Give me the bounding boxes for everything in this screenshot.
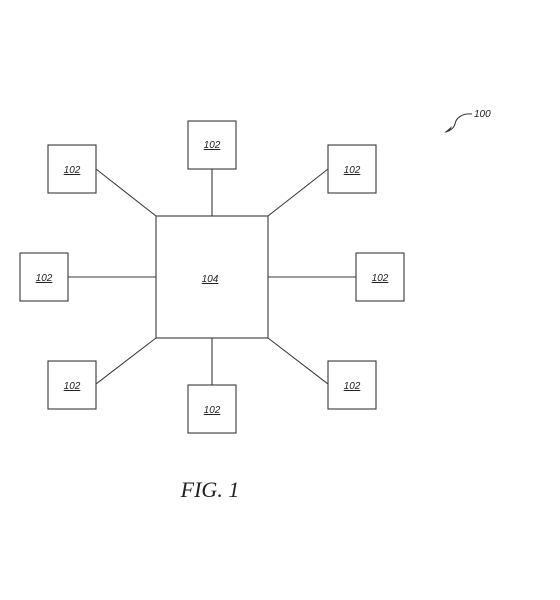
node-label: 102: [372, 273, 389, 284]
node-box: [187, 120, 237, 170]
node-box: [327, 360, 377, 410]
node-box: [187, 384, 237, 434]
link-top-right: [267, 168, 329, 217]
reference-label: 100: [474, 109, 491, 120]
node-left: 102: [19, 252, 69, 302]
node-label: 102: [64, 381, 81, 392]
node-top-left: 102: [47, 144, 97, 194]
node-box: [47, 144, 97, 194]
node-label: 102: [204, 405, 221, 416]
node-right: 102: [355, 252, 405, 302]
node-label: 102: [344, 381, 361, 392]
node-box: [327, 144, 377, 194]
hub-label: 104: [202, 274, 219, 285]
connections: [68, 168, 356, 385]
node-box: [19, 252, 69, 302]
node-label: 102: [204, 140, 221, 151]
node-bottom-right: 102: [327, 360, 377, 410]
reference-callout: 100: [444, 109, 491, 133]
link-top-left: [95, 168, 157, 217]
node-bottom-left: 102: [47, 360, 97, 410]
node-top-right: 102: [327, 144, 377, 194]
node-label: 102: [344, 165, 361, 176]
node-label: 102: [64, 165, 81, 176]
link-bottom-left: [95, 337, 157, 385]
node-bottom: 102: [187, 384, 237, 434]
node-box: [355, 252, 405, 302]
node-label: 102: [36, 273, 53, 284]
figure-caption: FIG. 1: [180, 477, 240, 502]
node-box: [47, 360, 97, 410]
hub-box: [155, 215, 269, 339]
arrowhead-icon: [444, 126, 452, 133]
link-bottom-right: [267, 337, 329, 385]
node-top: 102: [187, 120, 237, 170]
hub-node: 104: [155, 215, 269, 339]
